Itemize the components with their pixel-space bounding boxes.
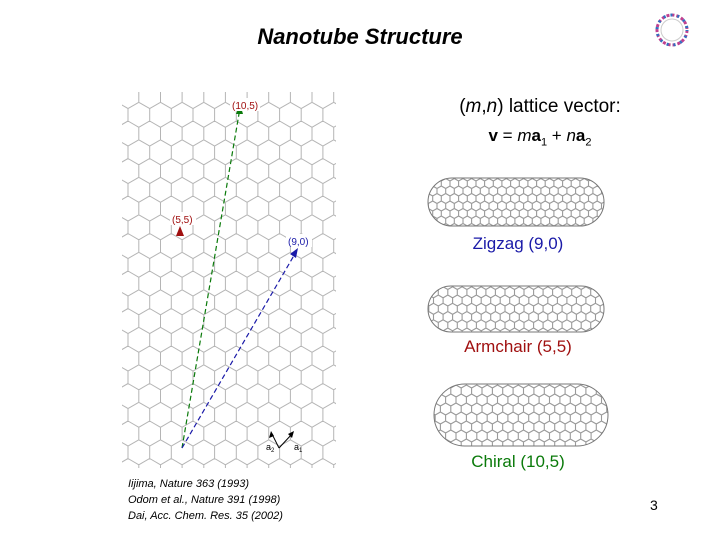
chiral-caption: Chiral (10,5) [471,452,565,471]
lattice-vector-heading: (m,n) lattice vector: [459,96,621,117]
zigzag-vector-arrow [181,251,297,449]
chiral-vector-arrow [181,107,241,449]
chiral-nanotube-image [433,383,609,447]
reference-3: Dai, Acc. Chem. Res. 35 (2002) [128,510,283,522]
zigzag-arrow-head [290,248,298,258]
page-number: 3 [650,497,658,513]
a2-arrow-head [269,431,274,438]
a1-label: a1 [294,442,303,454]
armchair-point-label: (5,5) [172,215,193,226]
graphene-lattice-diagram: (10,5) (5,5) (9,0) a2 a1 [122,92,336,468]
slide-title: Nanotube Structure [257,24,463,49]
zigzag-nanotube-image [427,177,605,227]
armchair-nanotube-image [427,285,605,333]
logo-ring-icon [655,13,689,47]
armchair-point-marker [176,226,184,236]
armchair-caption: Armchair (5,5) [464,337,572,356]
a1-arrow-head [288,431,294,438]
reference-1: Iijima, Nature 363 (1993) [128,478,250,490]
lattice-vector-formula: v = ma1 + na2 [488,126,592,149]
zigzag-caption: Zigzag (9,0) [472,234,564,253]
a2-label: a2 [266,442,275,454]
chiral-point-label: (10,5) [232,101,258,112]
zigzag-point-label: (9,0) [288,237,309,248]
reference-2: Odom et al., Nature 391 (1998) [128,494,281,506]
hexagon-grid [122,92,336,468]
